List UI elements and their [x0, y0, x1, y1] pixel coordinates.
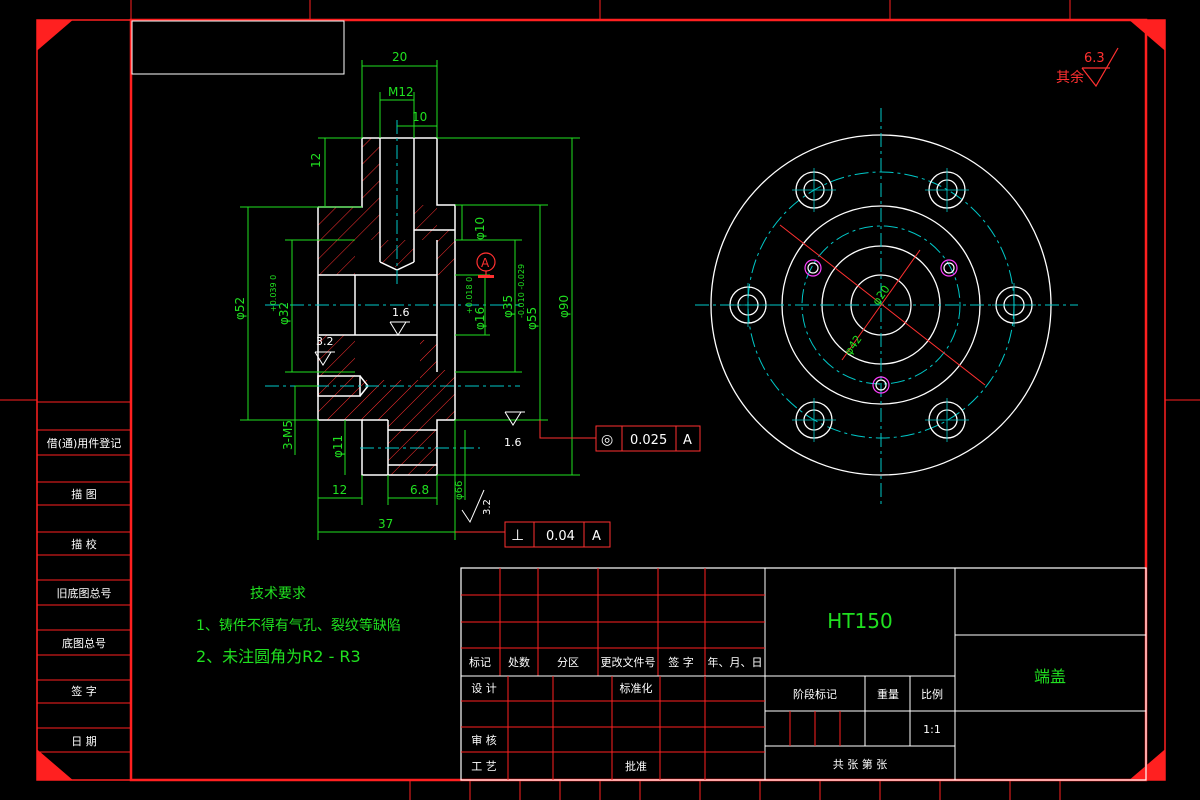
dim-phi55: φ55: [525, 307, 539, 330]
part-name-text: 端盖: [1034, 667, 1066, 686]
section-view: [265, 120, 520, 476]
dim-3-m5: 3-M5: [281, 420, 295, 450]
standard-label: 标准化: [620, 681, 653, 695]
section-roughness: [314, 321, 525, 524]
dim-12-vertical: 12: [309, 153, 323, 168]
strip-label-6: 日 期: [71, 735, 97, 748]
weight-label: 重量: [877, 687, 899, 701]
stage-label: 阶段标记: [793, 687, 837, 701]
datum-a-label: A: [481, 256, 490, 270]
header-cell-4: 签 字: [668, 655, 694, 669]
dim-phi52: φ52: [233, 297, 247, 320]
dimensions: [240, 60, 580, 540]
dim-phi42-circle: φ42: [842, 333, 865, 358]
roughness-3-2-left: 3.2: [316, 335, 334, 348]
dim-10: 10: [412, 110, 427, 124]
dim-phi32: φ32: [277, 302, 291, 325]
strip-label-0: 借(通)用件登记: [47, 436, 122, 450]
corner-mark-br: [1128, 748, 1166, 781]
roughness-symbol: [1081, 47, 1119, 88]
dim-phi55-tol: -0.010 -0.029: [517, 264, 526, 318]
roughness-3-2-bottom: 3.2: [482, 499, 493, 515]
section-hatch: [318, 138, 455, 475]
front-view: φ20 φ42: [695, 108, 1078, 505]
scale-value: 1:1: [923, 723, 941, 736]
perpendicular-tolerance-frame: ⊥ 0.04 A: [455, 521, 611, 548]
tech-line-1: 1、铸件不得有气孔、裂纹等缺陷: [196, 617, 401, 634]
coaxial-datum: A: [683, 433, 692, 448]
coaxial-symbol: ◎: [601, 432, 613, 448]
dim-phi20-circle: φ20: [870, 283, 893, 308]
strip-label-1: 描 图: [71, 487, 97, 501]
process-label: 工 艺: [471, 760, 497, 773]
scale-label: 比例: [921, 687, 943, 701]
corner-mark-tr: [1128, 19, 1166, 52]
strip-label-5: 签 字: [71, 684, 97, 698]
dim-37: 37: [378, 517, 393, 531]
dim-12-bottom: 12: [332, 483, 347, 497]
roughness-value: 6.3: [1084, 51, 1105, 66]
header-cell-1: 处数: [508, 656, 530, 669]
title-block-texts: 标记 处数 分区 更改文件号 签 字 年、月、日 设 计 标准化 审 核 工 艺…: [469, 655, 943, 773]
dim-phi90: φ90: [557, 295, 571, 318]
threaded-holes: [804, 259, 958, 394]
dim-phi32-tol: +0.039 0: [269, 275, 278, 312]
perpendicular-datum: A: [592, 529, 601, 544]
roughness-1-6-right: 1.6: [504, 436, 522, 449]
dim-phi35: φ35: [501, 295, 515, 318]
coaxial-value: 0.025: [630, 433, 667, 448]
review-label: 审 核: [471, 733, 497, 747]
strip-label-4: 底图总号: [62, 636, 106, 650]
dim-m12: M12: [388, 85, 414, 99]
corner-mark-tl: [36, 19, 74, 52]
material-text: HT150: [827, 609, 892, 633]
title-block: [460, 567, 1147, 781]
roughness-other-text: 其余: [1056, 69, 1084, 86]
header-cell-0: 标记: [469, 655, 491, 669]
dim-20: 20: [392, 50, 407, 64]
header-cell-2: 分区: [557, 656, 579, 669]
left-strip-labels: 借(通)用件登记 描 图 描 校 旧底图总号 底图总号 签 字 日 期: [47, 436, 122, 748]
header-cell-3: 更改文件号: [601, 655, 656, 669]
section-roughness-texts: 1.6 3.2 1.6 3.2: [316, 306, 522, 515]
perpendicular-symbol: ⊥: [511, 526, 524, 544]
tech-line-2: 2、未注圆角为R2 - R3: [196, 647, 361, 666]
strip-label-2: 描 校: [71, 537, 97, 551]
left-strip-table: [36, 401, 132, 781]
dimension-texts: 20 M12 10 12 φ10 φ16 +0.018 0 φ35 φ55 -0…: [233, 50, 571, 531]
technical-requirements: 技术要求 1、铸件不得有气孔、裂纹等缺陷 2、未注圆角为R2 - R3: [196, 586, 401, 666]
small-hole-pcd-circle: [801, 225, 961, 385]
dim-phi10: φ10: [473, 217, 487, 240]
code-box: [131, 20, 345, 75]
tech-title: 技术要求: [250, 586, 306, 602]
dim-phi16-tol: +0.018 0: [465, 277, 474, 314]
perpendicular-value: 0.04: [546, 529, 575, 544]
design-label: 设 计: [471, 682, 497, 695]
dim-phi11: φ11: [331, 435, 345, 458]
dim-phi66: φ66: [454, 481, 465, 500]
strip-label-3: 旧底图总号: [57, 586, 112, 600]
corner-mark-bl: [36, 748, 74, 781]
sheet-info: 共 张 第 张: [833, 757, 888, 771]
roughness-1-6-mid: 1.6: [392, 306, 410, 319]
approve-label: 批准: [625, 759, 647, 773]
coaxial-tolerance-frame: ◎ 0.025 A: [539, 420, 701, 452]
dim-phi16: φ16: [473, 307, 487, 330]
datum-a: A: [476, 252, 496, 278]
dim-6-8: 6.8: [410, 483, 429, 497]
roughness-note: 其余 6.3: [1056, 47, 1119, 88]
header-cell-5: 年、月、日: [708, 655, 763, 669]
